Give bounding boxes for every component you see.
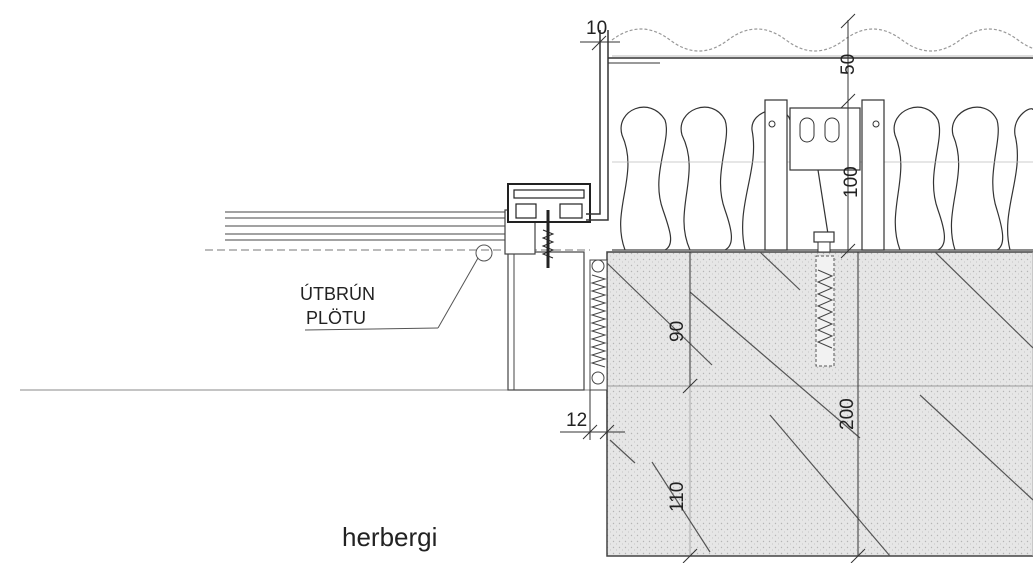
edge-label-line2: PLÖTU (306, 308, 366, 328)
expansion-joint (589, 259, 608, 391)
door-frame (507, 251, 585, 391)
dim-label-90: 90 (667, 321, 688, 342)
dim-label-12: 12 (566, 410, 587, 431)
room-label: herbergi (342, 522, 437, 552)
dim-label-200: 200 (837, 398, 858, 430)
dim-label-50: 50 (838, 54, 859, 75)
dim-label-110: 110 (667, 482, 688, 512)
dim-label-10: 10 (586, 18, 607, 39)
dim-label-100: 100 (841, 166, 862, 198)
dimension-lines (560, 13, 866, 563)
flashing (586, 30, 1033, 221)
glass-panel (205, 209, 590, 255)
roof-covering (611, 28, 1033, 52)
edge-leader (304, 244, 493, 331)
edge-label-line1: ÚTBRÚN (300, 283, 375, 304)
aluminum-profile (507, 183, 591, 268)
support-bracket (764, 99, 885, 253)
anchor-bolt (815, 255, 835, 367)
